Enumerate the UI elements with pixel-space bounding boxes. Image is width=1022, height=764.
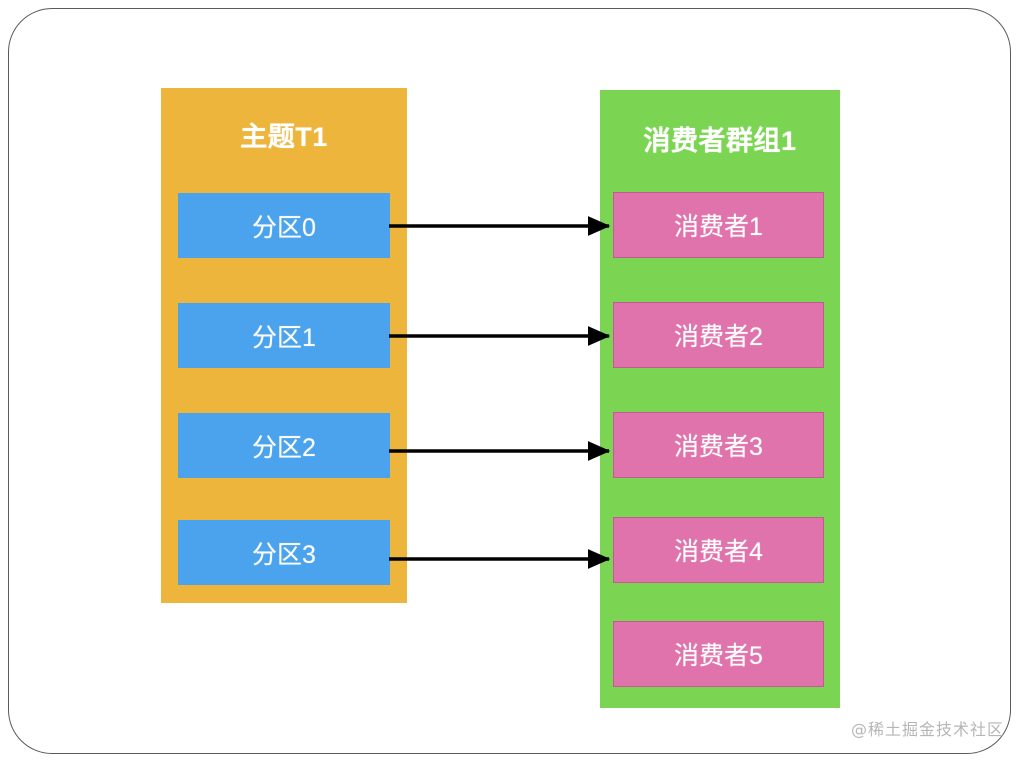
- consumer-group-container: 消费者群组1 消费者1 消费者2 消费者3 消费者4 消费者5: [600, 90, 840, 708]
- watermark-text: @稀土掘金技术社区: [850, 720, 1004, 739]
- partition-label-3: 分区3: [252, 540, 316, 569]
- consumer-label-1: 消费者1: [674, 213, 763, 241]
- consumer-box-3[interactable]: 消费者3: [613, 412, 824, 478]
- consumer-box-2[interactable]: 消费者2: [613, 302, 824, 368]
- consumer-label-4: 消费者4: [674, 538, 763, 566]
- consumer-group-title: 消费者群组1: [643, 126, 797, 156]
- consumer-box-4[interactable]: 消费者4: [613, 517, 824, 583]
- partition-label-2: 分区2: [252, 433, 316, 462]
- topic-title: 主题T1: [240, 122, 328, 152]
- partition-label-0: 分区0: [252, 213, 316, 242]
- outer-frame-border: [8, 8, 1011, 754]
- partition-box-1[interactable]: 分区1: [178, 303, 390, 368]
- partition-box-2[interactable]: 分区2: [178, 413, 390, 478]
- consumer-box-1[interactable]: 消费者1: [613, 192, 824, 258]
- partition-box-0[interactable]: 分区0: [178, 193, 390, 258]
- consumer-label-3: 消费者3: [674, 433, 763, 461]
- consumer-label-2: 消费者2: [674, 323, 763, 351]
- topic-container: 主题T1 分区0 分区1 分区2 分区3: [161, 88, 407, 603]
- partition-label-1: 分区1: [252, 323, 316, 352]
- consumer-label-5: 消费者5: [674, 642, 763, 670]
- consumer-box-5[interactable]: 消费者5: [613, 621, 824, 687]
- partition-box-3[interactable]: 分区3: [178, 520, 390, 585]
